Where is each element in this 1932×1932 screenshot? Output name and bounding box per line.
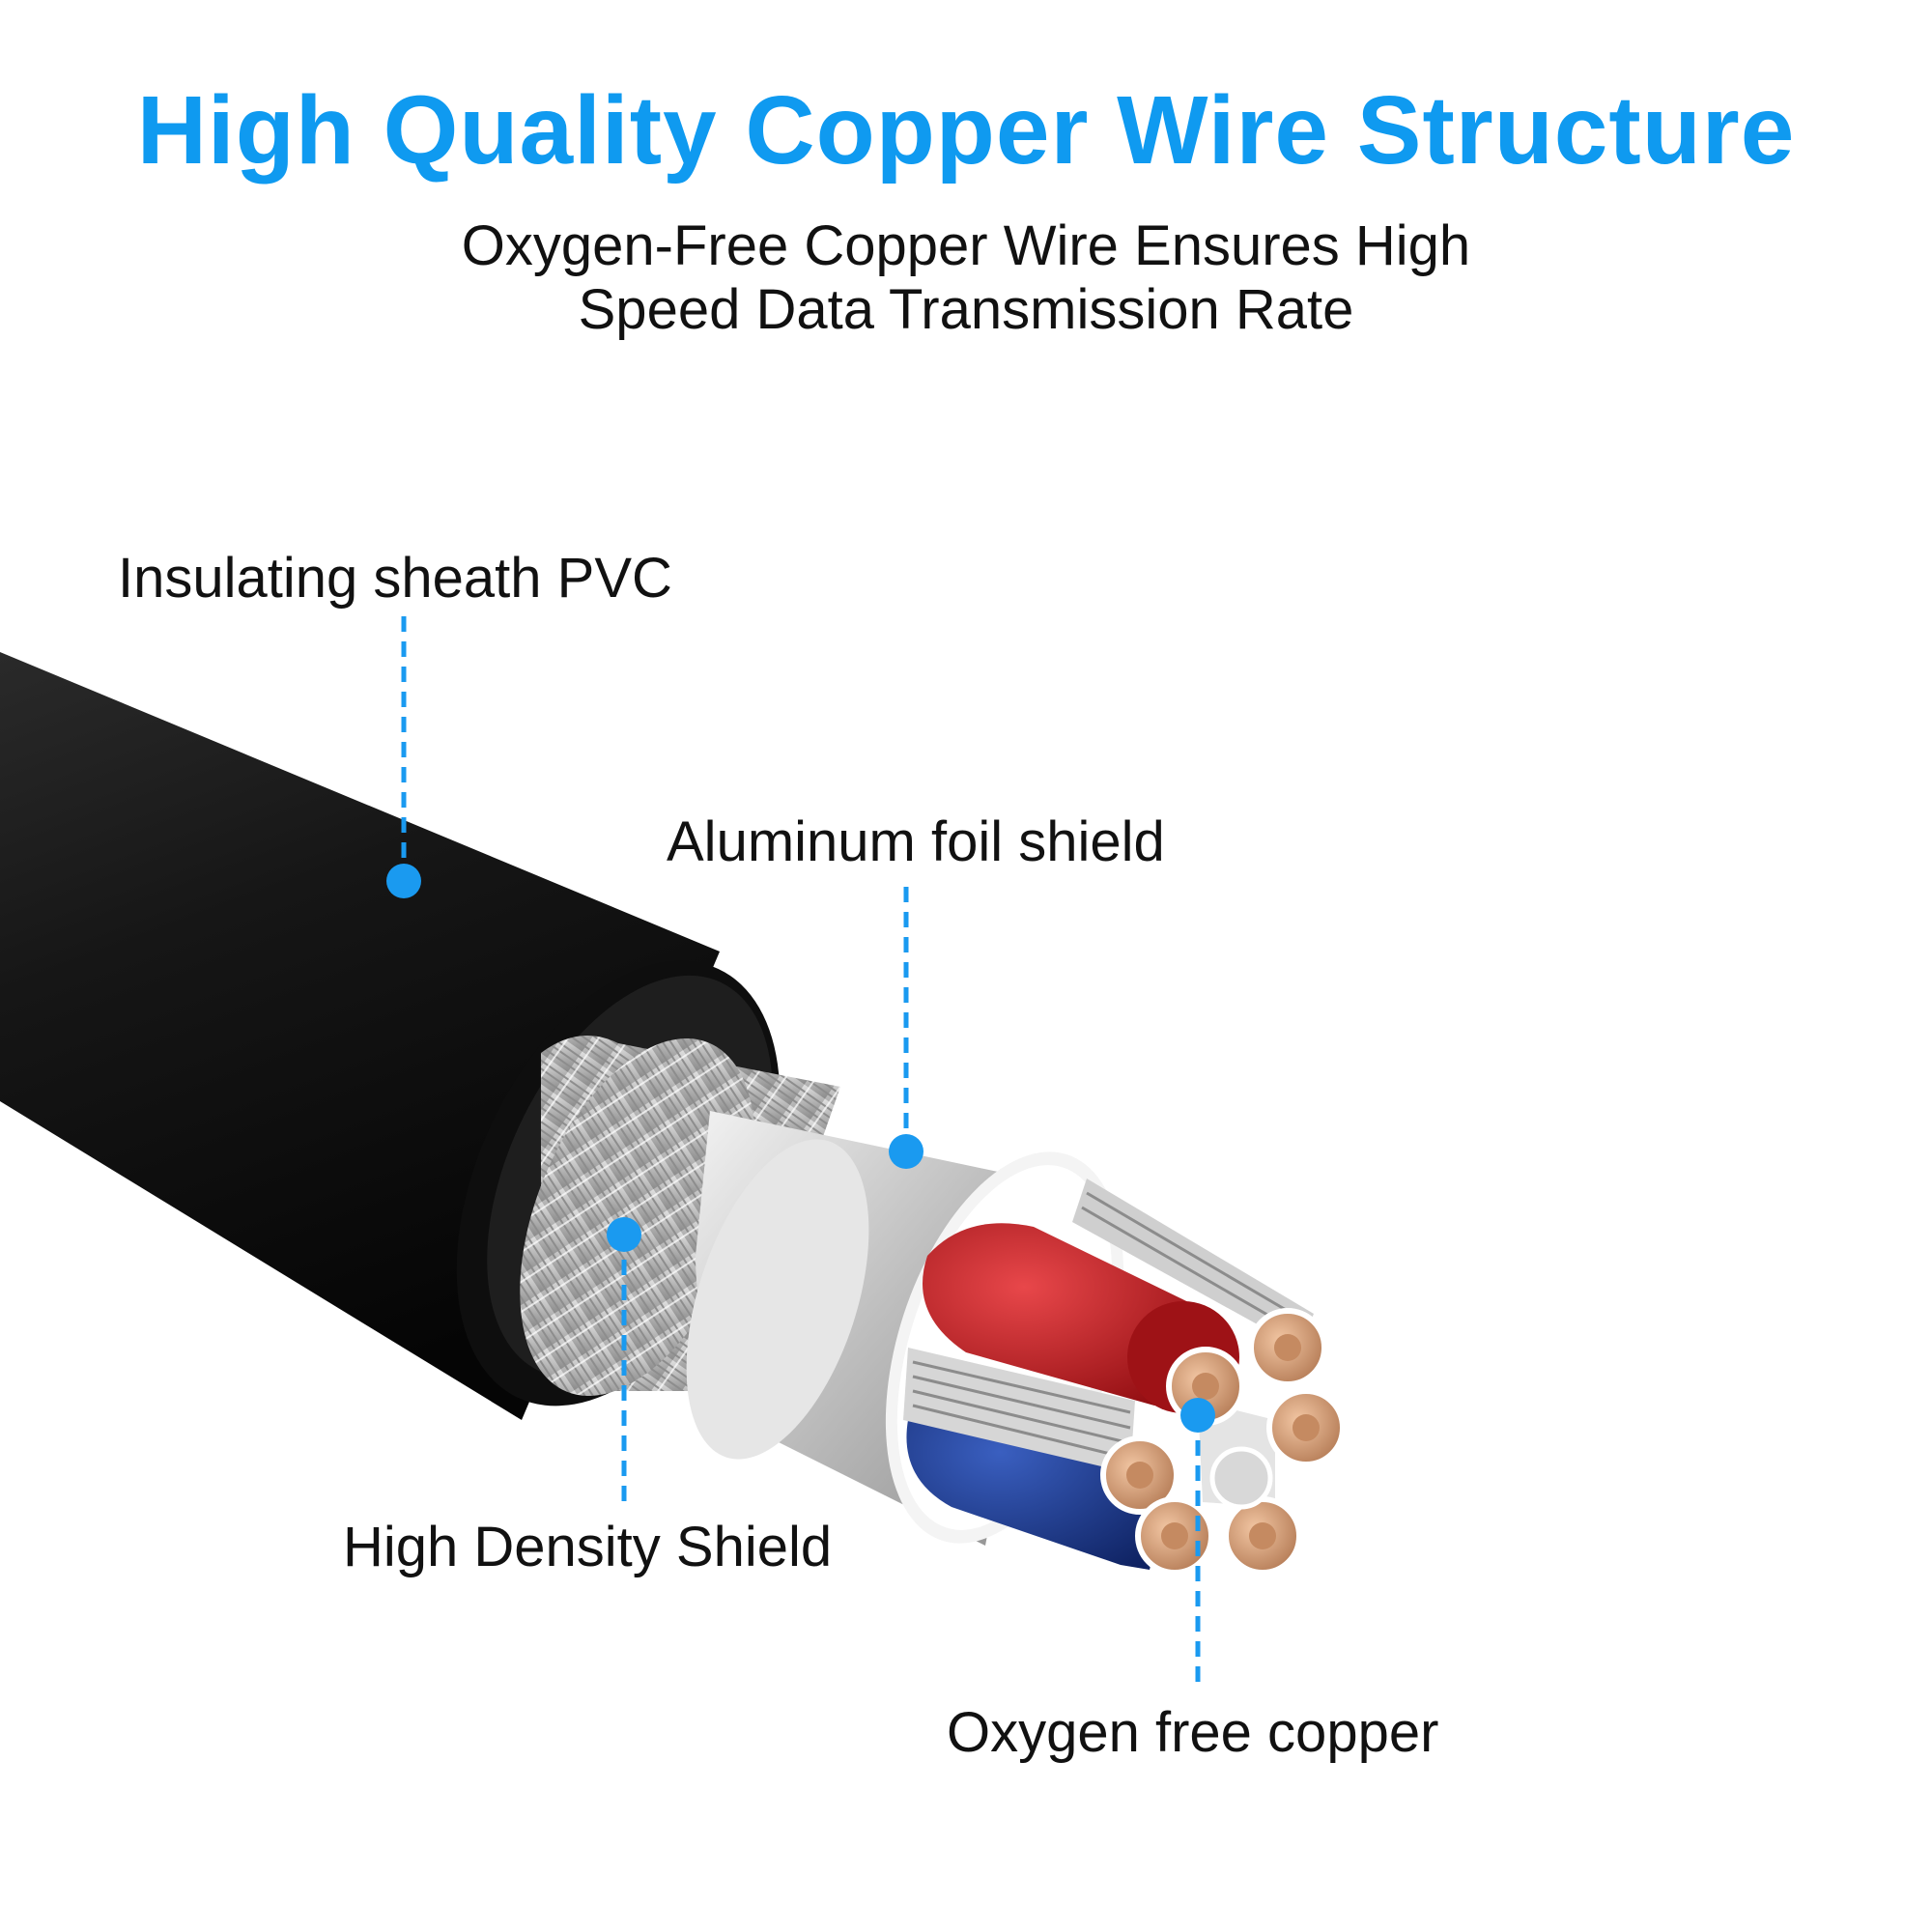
callout-label-oxygen-free-copper: Oxygen free copper [947,1701,1439,1764]
callout-label-insulating-sheath: Insulating sheath PVC [118,547,672,610]
copper-conductor-ends [1100,1308,1346,1576]
marker-foil [889,1134,923,1169]
callout-label-high-density-shield: High Density Shield [343,1516,833,1578]
subtitle-line-1: Oxygen-Free Copper Wire Ensures High [461,214,1471,277]
subtitle-line-2: Speed Data Transmission Rate [578,278,1354,341]
silver-strands [903,1348,1135,1473]
callout-label-aluminum-foil: Aluminum foil shield [667,810,1165,873]
silver-bundle [1209,1446,1273,1510]
marker-shield [607,1217,641,1252]
marker-sheath [386,864,421,898]
marker-copper [1180,1398,1215,1433]
page-subtitle: Oxygen-Free Copper Wire Ensures High Spe… [0,214,1932,342]
page-title: High Quality Copper Wire Structure [136,76,1796,185]
